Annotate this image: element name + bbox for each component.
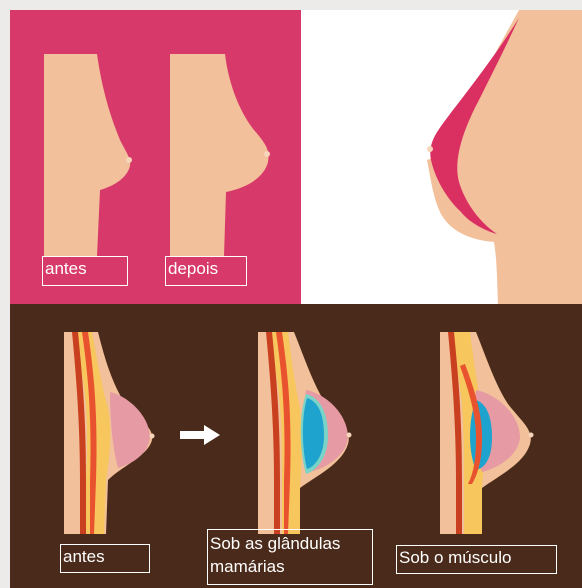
label-under-muscle: Sob o músculo	[396, 545, 557, 574]
nipple-after	[264, 151, 270, 157]
nipple-before	[126, 157, 132, 163]
nipple-profile	[427, 146, 433, 152]
label-after-top: depois	[165, 256, 247, 286]
label-before-bottom: antes	[60, 544, 150, 573]
label-under-glands: Sob as glândulas mamárias	[207, 529, 373, 585]
label-before-top: antes	[42, 256, 128, 286]
implant-profile-panel	[301, 10, 582, 304]
